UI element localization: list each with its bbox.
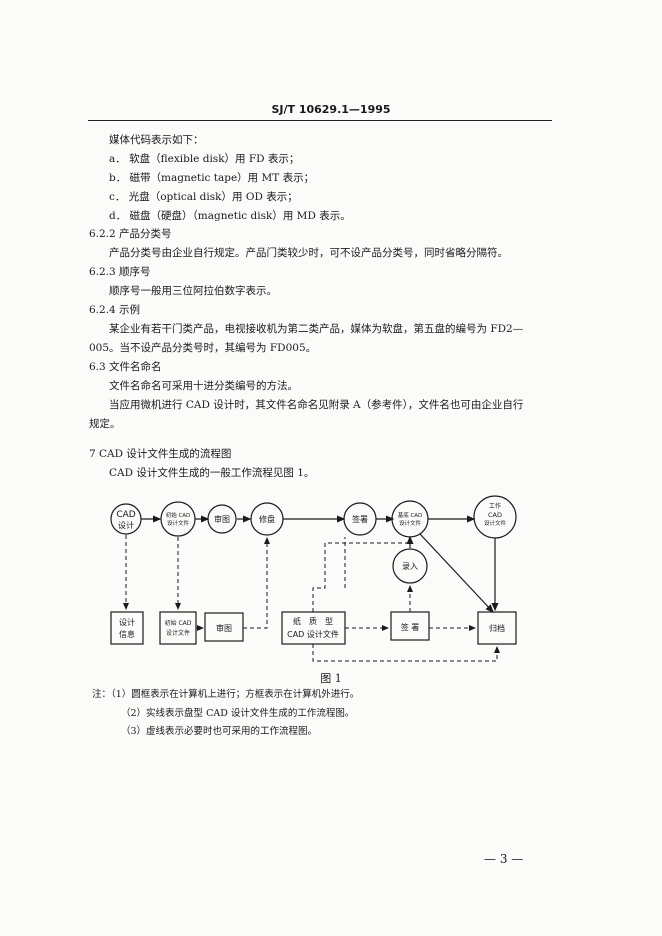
figure-note-3: （3）虚线表示必要时也可采用的工作流程图。 bbox=[121, 726, 318, 737]
media-code-intro: 媒体代码表示如下： bbox=[109, 134, 204, 146]
page-number: — 3 — bbox=[484, 852, 524, 866]
circle-aux-cad-file bbox=[160, 501, 196, 537]
figure-caption: 图 1 bbox=[320, 672, 342, 685]
section-6-3-text-3: 规定。 bbox=[89, 418, 121, 430]
media-item-d: d． 磁盘（硬盘）（magnetic disk）用 MD 表示。 bbox=[109, 210, 351, 222]
box-design-info bbox=[110, 611, 144, 645]
aux-cad-label-1: 初始 CAD bbox=[166, 511, 191, 519]
section-6-2-3-text: 顺序号一般用三位阿拉伯数字表示。 bbox=[109, 285, 277, 297]
aux-cad-box-label-1: 初始 CAD bbox=[165, 619, 192, 627]
figure-note-1: 注：（1）圆框表示在计算机上进行；方框表示在计算机外进行。 bbox=[92, 689, 360, 700]
section-7-text: CAD 设计文件生成的一般工作流程见图 1。 bbox=[109, 467, 315, 479]
section-6-3-heading: 6.3 文件名命名 bbox=[89, 361, 162, 373]
box-review bbox=[204, 612, 244, 642]
paper-cad-label-2: CAD 设计文件 bbox=[287, 629, 339, 639]
aux-cad-label-2: 设计文件 bbox=[167, 519, 190, 527]
archive-box-label: 归档 bbox=[489, 623, 505, 633]
review-box-label: 审图 bbox=[216, 623, 232, 633]
circle-sign bbox=[343, 502, 377, 536]
media-item-c: c． 光盘（optical disk）用 OD 表示； bbox=[109, 191, 298, 203]
base-cad-label-1: 基底 CAD bbox=[398, 511, 423, 519]
cad-design-label-1: CAD bbox=[116, 510, 135, 520]
input-circle-label: 录入 bbox=[402, 562, 418, 571]
sign-box-label: 签 署 bbox=[401, 622, 420, 632]
section-6-2-2-text: 产品分类号由企业自行规定。产品门类较少时，可不设产品分类号，同时省略分隔符。 bbox=[109, 247, 508, 259]
edit-circle-label: 修盘 bbox=[259, 514, 275, 524]
circle-cad-design bbox=[110, 503, 142, 535]
box-archive bbox=[477, 611, 517, 645]
paper-cad-label-1: 纸 质 型 bbox=[293, 616, 333, 626]
aux-cad-box-label-2: 设计文件 bbox=[166, 629, 190, 637]
figure-note-2: （2）实线表示盘型 CAD 设计文件生成的工作流程图。 bbox=[121, 708, 355, 719]
standard-code-header: SJ/T 10629.1—1995 bbox=[271, 103, 391, 116]
work-cad-label-2: CAD bbox=[488, 511, 502, 519]
section-6-2-4-text-1: 某企业有若干门类产品，电视接收机为第二类产品，媒体为软盘，第五盘的编号为 FD2… bbox=[109, 323, 524, 335]
review-circle-label: 审图 bbox=[214, 514, 230, 524]
cad-design-label-2: 设计 bbox=[118, 520, 134, 530]
section-7-heading: 7 CAD 设计文件生成的流程图 bbox=[89, 448, 232, 460]
section-6-2-3-heading: 6.2.3 顺序号 bbox=[89, 266, 151, 278]
base-cad-label-2: 设计文件 bbox=[399, 519, 422, 527]
section-6-3-text-1: 文件名命名可采用十进分类编号的方法。 bbox=[109, 380, 298, 392]
section-6-3-text-2: 当应用微机进行 CAD 设计时，其文件名命名见附录 A（参考件），文件名也可由企… bbox=[109, 399, 524, 411]
box-aux-cad-file bbox=[159, 611, 197, 645]
circle-base-cad-file bbox=[391, 500, 429, 538]
circle-edit bbox=[250, 502, 284, 536]
circle-review bbox=[207, 504, 237, 534]
section-6-2-2-heading: 6.2.2 产品分类号 bbox=[89, 228, 172, 240]
section-6-2-4-heading: 6.2.4 示例 bbox=[89, 304, 141, 316]
work-cad-label-1: 工作 bbox=[489, 502, 501, 510]
media-item-a: a． 软盘（flexible disk）用 FD 表示； bbox=[109, 153, 300, 165]
design-info-label-1: 设计 bbox=[119, 617, 135, 627]
header-rule bbox=[88, 120, 552, 121]
circle-work-cad-file bbox=[473, 495, 517, 539]
design-info-label-2: 信息 bbox=[119, 629, 135, 639]
sign-circle-label: 签署 bbox=[352, 514, 368, 524]
media-item-b: b． 磁带（magnetic tape）用 MT 表示； bbox=[109, 172, 315, 184]
work-cad-label-3: 设计文件 bbox=[484, 519, 507, 527]
circle-input bbox=[392, 548, 428, 584]
section-6-2-4-text-2: 005。当不设产品分类号时，其编号为 FD005。 bbox=[89, 342, 317, 354]
